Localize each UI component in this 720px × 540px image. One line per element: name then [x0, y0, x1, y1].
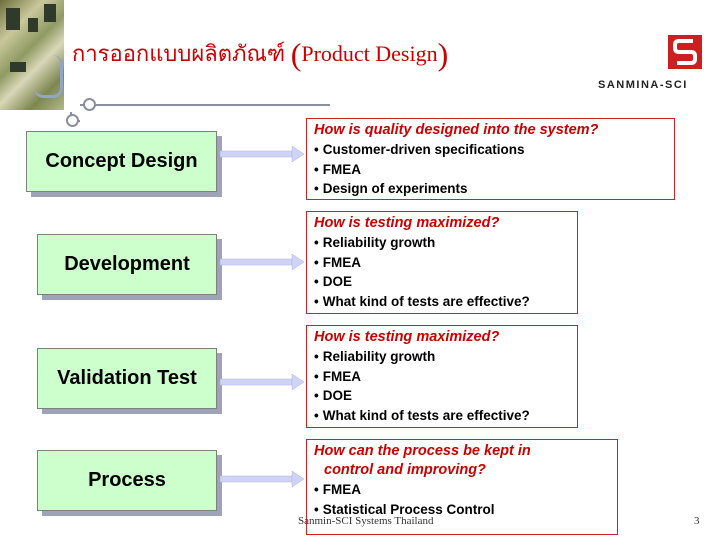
info-bullet: DOE: [314, 272, 571, 292]
title-close-paren: ): [437, 36, 449, 72]
info-question: How is testing maximized?: [314, 329, 500, 345]
info-bullet: Design of experiments: [314, 179, 668, 199]
title-thai: การออกแบบผลิตภัณฑ์: [72, 41, 291, 66]
stage-concept-design: Concept Design: [26, 131, 217, 192]
info-box-validation: How is testing maximized? Reliability gr…: [306, 325, 578, 428]
info-bullet-list: FMEA Statistical Process Control: [314, 480, 611, 519]
info-bullet: FMEA: [314, 160, 668, 180]
sanmina-logo-icon: [668, 35, 702, 69]
title-open-paren: (: [290, 36, 302, 72]
circuit-board-photo: [0, 0, 64, 110]
title-english: Product Design: [301, 41, 438, 66]
info-question: How is quality designed into the system?: [314, 122, 599, 138]
info-bullet: DOE: [314, 386, 571, 406]
info-bullet: FMEA: [314, 253, 571, 273]
info-bullet: Customer-driven specifications: [314, 140, 668, 160]
arrow-right-icon: [220, 253, 305, 271]
stage-validation-test: Validation Test: [37, 348, 217, 409]
info-question-line1: How can the process be kept in: [314, 443, 531, 459]
info-bullet-list: Reliability growth FMEA DOE What kind of…: [314, 233, 571, 311]
stage-development: Development: [37, 234, 217, 295]
info-bullet: What kind of tests are effective?: [314, 406, 571, 426]
info-box-concept: How is quality designed into the system?…: [306, 118, 675, 200]
slide-title: การออกแบบผลิตภัณฑ์ (Product Design): [72, 36, 448, 73]
info-bullet: Statistical Process Control: [314, 500, 611, 520]
info-bullet: FMEA: [314, 480, 611, 500]
info-bullet-list: Reliability growth FMEA DOE What kind of…: [314, 347, 571, 425]
info-question: How can the process be kept in control an…: [314, 442, 611, 480]
info-question-line2: control and improving?: [324, 462, 486, 478]
info-box-process: How can the process be kept in control an…: [306, 439, 618, 535]
info-question: How is testing maximized?: [314, 215, 500, 231]
info-bullet: What kind of tests are effective?: [314, 292, 571, 312]
info-bullet-list: Customer-driven specifications FMEA Desi…: [314, 140, 668, 199]
info-bullet: FMEA: [314, 367, 571, 387]
info-box-development: How is testing maximized? Reliability gr…: [306, 211, 578, 314]
info-bullet: Reliability growth: [314, 347, 571, 367]
stage-process: Process: [37, 450, 217, 511]
logo-text: SANMINA-SCI: [598, 79, 688, 91]
arrow-right-icon: [220, 373, 305, 391]
arrow-right-icon: [220, 470, 305, 488]
footer-company: Sanmin-SCI Systems Thailand: [298, 515, 434, 527]
arrow-right-icon: [220, 145, 305, 163]
info-bullet: Reliability growth: [314, 233, 571, 253]
page-number: 3: [694, 515, 700, 527]
